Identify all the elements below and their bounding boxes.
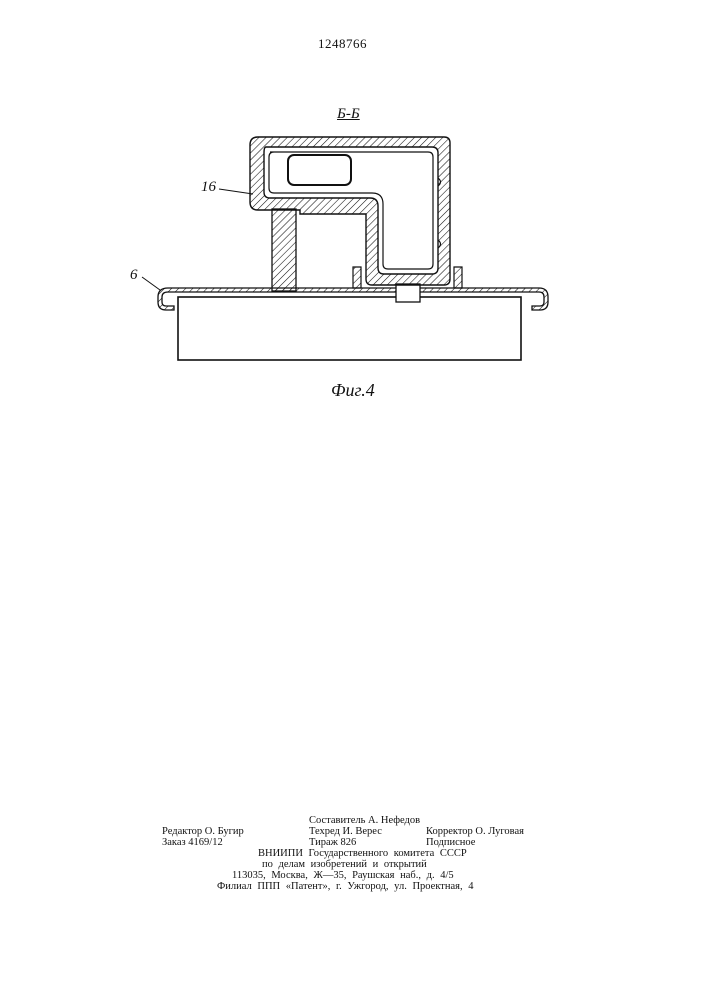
leader-6 <box>142 277 160 290</box>
imprint-branch: Филиал ППП «Патент», г. Ужгород, ул. Про… <box>217 881 473 893</box>
imprint-order: Заказ 4169/12 <box>162 837 223 849</box>
plug <box>396 284 420 302</box>
figure-caption: Фиг.4 <box>331 380 375 401</box>
rib-right <box>454 267 462 288</box>
leader-16 <box>219 189 253 194</box>
callout-16: 16 <box>201 179 216 196</box>
profile-slot <box>288 155 351 185</box>
base-block <box>178 297 521 360</box>
vertical-post <box>272 209 296 291</box>
section-label: Б-Б <box>337 106 360 123</box>
plate-6 <box>158 288 548 310</box>
rib-left <box>353 267 361 288</box>
callout-6: 6 <box>130 267 138 284</box>
technical-drawing <box>0 0 707 430</box>
